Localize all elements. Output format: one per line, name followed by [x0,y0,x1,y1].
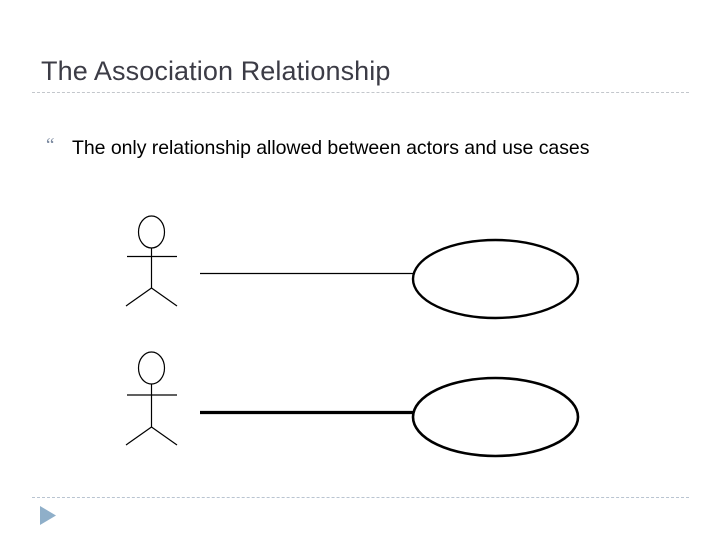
list-item: “ The only relationship allowed between … [46,133,666,164]
footer-divider [32,497,689,498]
double-quote-bullet-icon: “ [46,135,55,156]
actor-head-icon [137,215,166,249]
actor-stick-figure-2[interactable] [125,351,178,446]
title-divider [32,92,689,93]
play-triangle-icon[interactable] [38,505,60,527]
actor-leg-left [125,287,152,307]
bullet-text: The only relationship allowed between ac… [72,137,590,159]
actor-stick-figure-1[interactable] [125,215,178,307]
page-title: The Association Relationship [41,56,391,86]
actor-head-icon [137,351,166,385]
bullet-list: “ The only relationship allowed between … [46,133,666,164]
actor-leg-right [151,426,178,446]
use-case-ellipse-1[interactable] [411,238,580,320]
actor-leg-right [151,287,178,307]
use-case-ellipse-2[interactable] [411,376,580,458]
actor-leg-left [125,426,152,446]
